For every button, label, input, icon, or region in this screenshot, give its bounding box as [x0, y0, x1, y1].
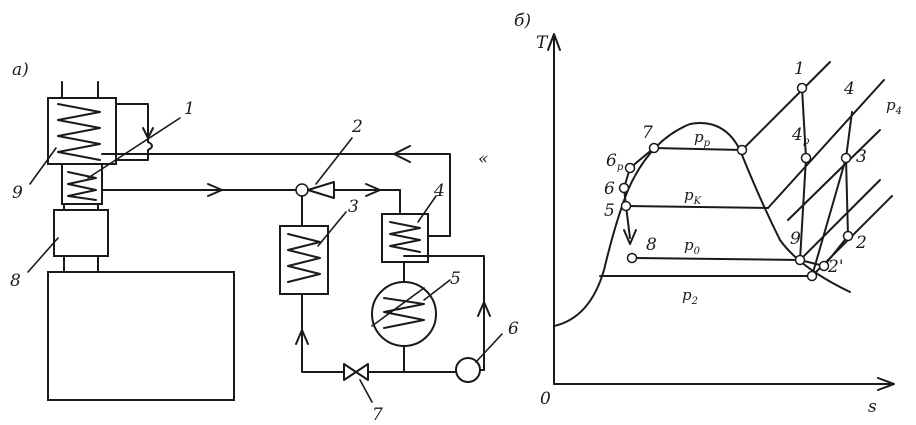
label-component-4: 4: [433, 181, 445, 201]
component-4-coil: [389, 221, 421, 253]
state-point-9: [794, 254, 806, 266]
leader-2: [315, 137, 353, 185]
component-5-diagonal: [371, 287, 425, 327]
component-2-node: [295, 183, 309, 197]
label-pressure-pk: pK: [684, 186, 702, 207]
return-line-arrow: [393, 145, 411, 163]
base-tank: [47, 271, 235, 401]
ejector-outlet-arrow: [365, 183, 381, 197]
pump-return-line: [403, 255, 485, 371]
isobar-pk-superheat: [767, 79, 885, 209]
label-point-1: 1: [794, 59, 805, 79]
label-point-2prime: 2': [827, 257, 844, 277]
isobar-pr-superheat: [741, 61, 831, 151]
label-point-5: 5: [604, 201, 615, 221]
supply-line-arrow: [207, 183, 223, 197]
s-axis-arrow: [877, 377, 895, 391]
component-7-valve: [343, 363, 369, 381]
label-point-7: 7: [642, 123, 653, 143]
label-point-3: 3: [856, 147, 867, 167]
label-component-6: 6: [508, 319, 519, 339]
state-point-4p: [800, 152, 812, 164]
label-component-9: 9: [12, 183, 23, 203]
label-point-6p: 6p: [606, 151, 624, 173]
isobar-pk-horizontal: [625, 205, 769, 209]
isobar-p0-horizontal: [631, 257, 801, 261]
origin-label: 0: [540, 389, 551, 409]
t-axis-arrow: [547, 33, 561, 51]
line-3-to-valve: [301, 293, 345, 373]
leader-1: [87, 117, 181, 179]
leader-5: [423, 279, 451, 301]
label-component-2: 2: [351, 117, 363, 137]
state-point-2: [842, 230, 854, 242]
component-5-exchanger: [371, 281, 437, 347]
state-point-2prime: [818, 260, 830, 272]
label-point-4: 4: [843, 79, 855, 99]
isobar-pr-horizontal: [653, 147, 743, 151]
label-pressure-p0: p0: [684, 236, 701, 257]
state-point-p2-vapor: [806, 270, 818, 282]
state-point-7: [648, 142, 660, 154]
flow-mark: «: [478, 149, 488, 169]
state-point-6: [618, 182, 630, 194]
liquid-line-5-6-7: [623, 147, 655, 207]
label-point-9: 9: [790, 229, 801, 249]
saturation-dome: [553, 122, 851, 327]
state-point-1: [796, 82, 808, 94]
component-8-box: [53, 209, 109, 257]
label-component-8: 8: [10, 271, 21, 291]
panel-b-label: б): [514, 11, 531, 31]
component-1-coil: [67, 171, 97, 201]
label-component-5: 5: [450, 269, 461, 289]
state-point-3: [840, 152, 852, 164]
label-point-4p: 4p: [791, 125, 810, 147]
s-axis-label: s: [868, 397, 877, 417]
leader-4: [417, 195, 437, 223]
component-5-coil: [383, 297, 425, 329]
state-point-8: [626, 252, 638, 264]
throttle-5-8-arrow: [623, 229, 637, 245]
component-2-ejector: [307, 181, 335, 199]
leader-7: [359, 379, 373, 403]
state-point-6p: [624, 162, 636, 174]
isobar-p0-superheat: [799, 179, 881, 261]
label-pressure-pr: pp: [694, 128, 711, 149]
t-axis-label: T: [536, 33, 549, 53]
label-point-8: 8: [646, 235, 657, 255]
label-component-3: 3: [348, 197, 359, 217]
process-3-2: [845, 157, 849, 237]
state-point-5: [620, 200, 632, 212]
leader-8: [27, 237, 59, 273]
label-pressure-p2: p2: [682, 286, 698, 307]
label-point-2: 2: [855, 233, 867, 253]
leader-6: [475, 333, 503, 363]
label-component-1: 1: [184, 99, 195, 119]
component-3-coil: [287, 233, 321, 283]
return-line: [101, 153, 451, 237]
state-point-pr-vapor: [736, 144, 748, 156]
leader-9: [29, 147, 57, 185]
throttle-5-8: [625, 205, 631, 239]
label-point-6: 6: [604, 179, 615, 199]
process-1-4p-9: [799, 87, 807, 261]
component-9-coil: [57, 103, 101, 161]
label-component-7: 7: [372, 405, 383, 425]
pump-return-arrow: [477, 301, 491, 317]
line-3-arrow: [295, 329, 309, 345]
component-3-box: [279, 225, 329, 295]
label-pressure-p4: p4: [886, 96, 902, 117]
component-9-side-loop: [115, 103, 153, 161]
ts-diagram-panel: б) T s 0: [514, 11, 902, 417]
leader-3: [317, 211, 347, 247]
schematic-panel: a) «: [10, 60, 519, 425]
panel-a-label: a): [12, 60, 29, 80]
